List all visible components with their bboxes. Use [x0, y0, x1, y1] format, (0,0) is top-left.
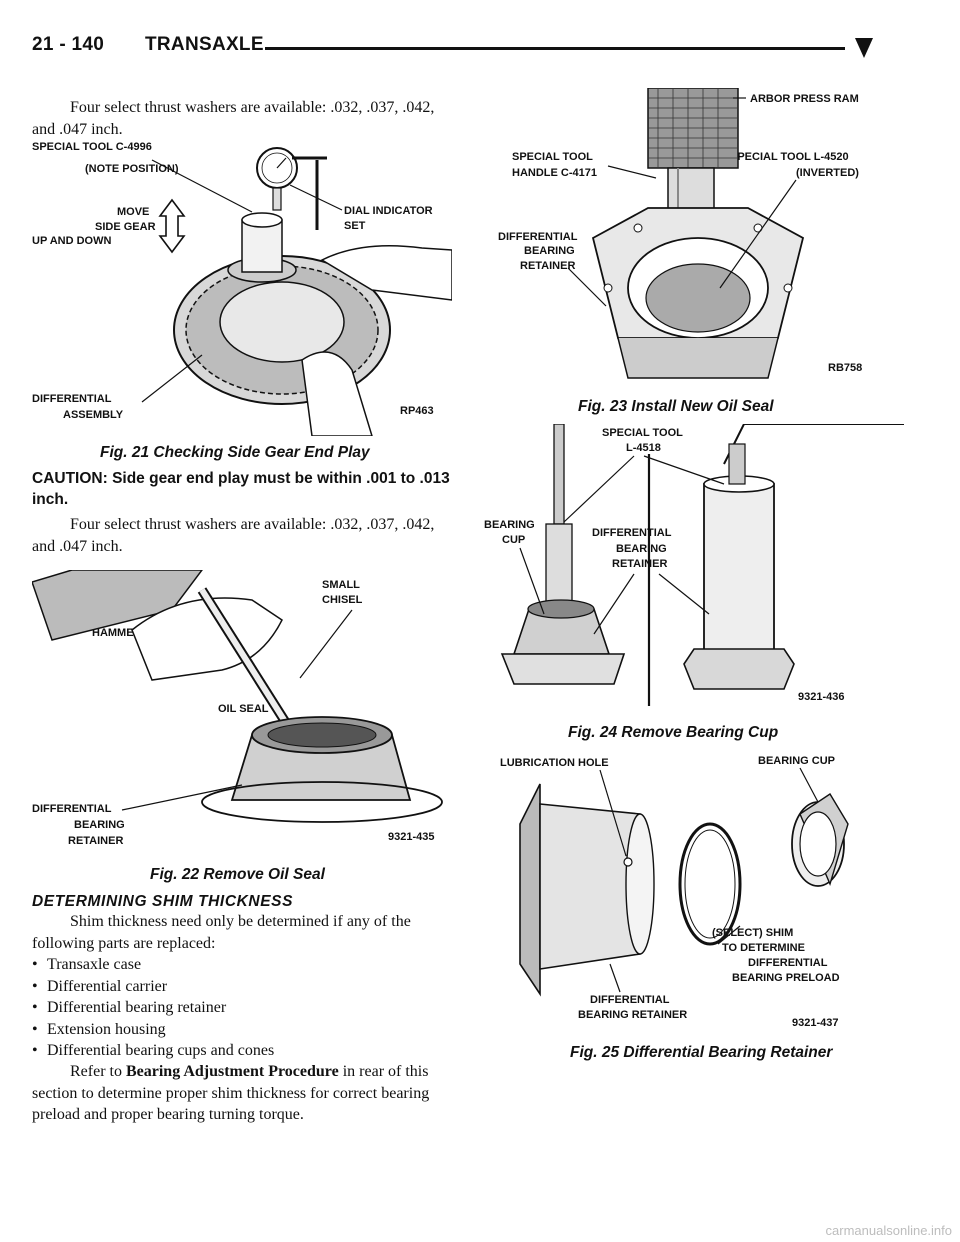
fig24-label-retainer: RETAINER [612, 558, 667, 570]
fig23-label-arbor: ARBOR PRESS RAM [750, 93, 859, 105]
header-rule [265, 47, 845, 50]
list-item: •Extension housing [32, 1019, 452, 1041]
refer-paragraph: Refer to Bearing Adjustment Procedure in… [32, 1063, 430, 1123]
fig24-label-bearing2: BEARING [616, 543, 667, 555]
fig24-illustration: SPECIAL TOOL L-4518 BEARING CUP DIFFEREN… [484, 424, 904, 706]
fig21-label-set: SET [344, 220, 366, 232]
fig23-illustration: ARBOR PRESS RAM SPECIAL TOOL HANDLE C-41… [498, 88, 862, 379]
bullet-symbol: • [32, 1042, 38, 1059]
fig25-label-diff-bottom: DIFFERENTIAL [590, 994, 670, 1006]
repeat-paragraph: Four select thrust washers are available… [32, 516, 435, 555]
bullet-symbol: • [32, 1020, 38, 1038]
list-item: •Differential carrier [32, 976, 452, 998]
section-intro: Shim thickness need only be determined i… [32, 913, 411, 952]
fig21-label-dial: DIAL INDICATOR [344, 205, 433, 217]
fig24-label-code: 9321-436 [798, 691, 845, 703]
caution-text: CAUTION: Side gear end play must be with… [32, 470, 450, 508]
list-item: •Differential bearing cups and cones [32, 1040, 452, 1062]
fig25-label-preload: BEARING PRELOAD [732, 972, 840, 984]
fig21-label-up-down: UP AND DOWN [32, 235, 112, 247]
chrysler-pentastar-icon [855, 38, 873, 58]
fig21-label-note: (NOTE POSITION) [85, 163, 179, 175]
fig22-caption: Fig. 22 Remove Oil Seal [150, 866, 325, 883]
fig24-caption: Fig. 24 Remove Bearing Cup [568, 724, 779, 741]
fig21-label-side-gear: SIDE GEAR [95, 221, 156, 233]
list-item: •Differential bearing retainer [32, 997, 452, 1019]
bullet-symbol: • [32, 999, 38, 1016]
bullet-symbol: • [32, 977, 38, 995]
fig23-label-code: RB758 [828, 362, 862, 374]
fig21-caption: Fig. 21 Checking Side Gear End Play [100, 444, 370, 461]
fig23-label-retainer: RETAINER [520, 260, 575, 272]
fig22-label-oil-seal: OIL SEAL [218, 703, 269, 715]
fig22-label-hammer: HAMMER [92, 627, 142, 639]
fig25-illustration: LUBRICATION HOLE BEARING CUP (SELECT) SH… [500, 755, 849, 1029]
fig25-label-select-shim: (SELECT) SHIM [712, 927, 793, 939]
fig25-label-retainer: BEARING RETAINER [578, 1009, 687, 1021]
fig21-label-code: RP463 [400, 405, 434, 417]
fig22-illustration: SMALL CHISEL HAMMER OIL SEAL DIFFERENTIA… [32, 570, 443, 847]
fig23-label-special-tool: SPECIAL TOOL [512, 151, 593, 163]
fig23-caption: Fig. 23 Install New Oil Seal [578, 398, 774, 415]
fig25-label-differential: DIFFERENTIAL [748, 957, 828, 969]
fig21-label-assembly: ASSEMBLY [63, 409, 124, 421]
fig24-label-tool-no: L-4518 [626, 442, 661, 454]
fig24-label-cup: CUP [502, 534, 525, 546]
section-title: TRANSAXLE [145, 34, 264, 55]
fig22-label-retainer: RETAINER [68, 835, 123, 847]
fig21-label-tool: SPECIAL TOOL C-4996 [32, 141, 152, 153]
procedure-reference: Bearing Adjustment Procedure [125, 1063, 339, 1080]
fig22-label-code: 9321-435 [388, 831, 435, 843]
fig21-illustration: SPECIAL TOOL C-4996 (NOTE POSITION) MOVE… [32, 141, 452, 436]
fig24-label-bearing: BEARING [484, 519, 535, 531]
fig22-label-differential: DIFFERENTIAL [32, 803, 112, 815]
replaced-parts-list: •Transaxle case •Differential carrier •D… [32, 954, 452, 1062]
page-number: 21 - 140 [32, 34, 105, 55]
fig23-label-bearing: BEARING [524, 245, 575, 257]
fig22-label-chisel: CHISEL [322, 594, 363, 606]
fig25-label-code: 9321-437 [792, 1017, 839, 1029]
fig21-label-differential: DIFFERENTIAL [32, 393, 112, 405]
fig22-label-small: SMALL [322, 579, 360, 591]
fig23-label-inverted: (INVERTED) [796, 167, 859, 179]
fig23-label-differential: DIFFERENTIAL [498, 231, 578, 243]
fig24-label-special-tool: SPECIAL TOOL [602, 427, 683, 439]
fig23-label-tool-l: SPECIAL TOOL L-4520 [730, 151, 849, 163]
intro-paragraph: Four select thrust washers are available… [32, 99, 435, 138]
section-heading: DETERMINING SHIM THICKNESS [32, 893, 294, 910]
bullet-symbol: • [32, 956, 38, 973]
list-item: •Transaxle case [32, 954, 452, 976]
fig24-label-differential: DIFFERENTIAL [592, 527, 672, 539]
fig25-label-bearing-cup: BEARING CUP [758, 755, 835, 767]
fig21-label-move: MOVE [117, 206, 149, 218]
fig23-label-handle: HANDLE C-4171 [512, 167, 597, 179]
fig22-label-bearing: BEARING [74, 819, 125, 831]
fig25-label-to-determine: TO DETERMINE [722, 942, 805, 954]
fig25-label-lubrication: LUBRICATION HOLE [500, 757, 609, 769]
footer-url[interactable]: carmanualsonline.info [825, 1223, 952, 1238]
fig25-caption: Fig. 25 Differential Bearing Retainer [570, 1044, 833, 1061]
